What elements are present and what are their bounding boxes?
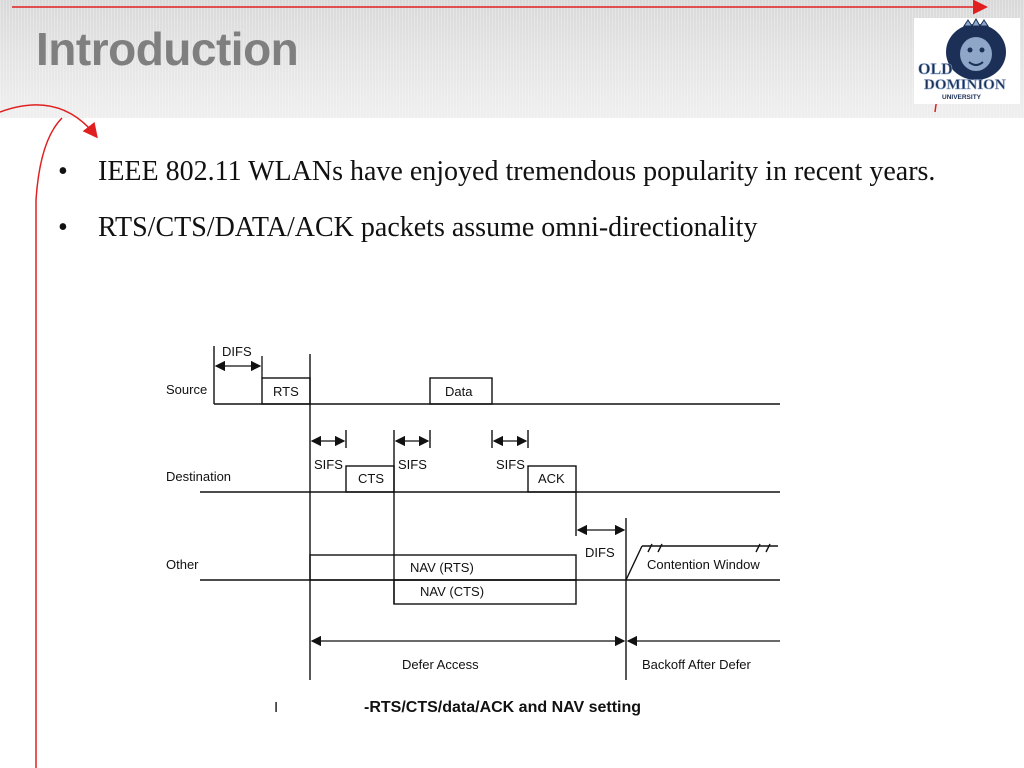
university-logo: OLD DOMINION UNIVERSITY [914,17,1020,104]
svg-text:OLD: OLD [918,61,953,78]
difs-label-2: DIFS [585,545,615,560]
bullet-list: • IEEE 802.11 WLANs have enjoyed tremendo… [58,152,978,264]
svg-text:UNIVERSITY: UNIVERSITY [942,94,982,101]
bullet-dot: • [58,212,68,243]
svg-text:DOMINION: DOMINION [924,77,1006,93]
sifs-label-3: SIFS [496,457,525,472]
nav-cts-box [393,579,577,605]
rts-frame [261,377,311,405]
ack-label: ACK [538,471,565,486]
header-band [0,0,1024,118]
contention-window-label: Contention Window [647,557,760,572]
ack-frame [527,465,577,493]
bullet-text: RTS/CTS/DATA/ACK packets assume omni-dir… [98,212,758,243]
cts-label: CTS [358,471,384,486]
bullet-dot: • [58,156,68,187]
bullet-item: • RTS/CTS/DATA/ACK packets assume omni-di… [58,208,978,248]
nav-cts-label: NAV (CTS) [420,584,484,599]
sifs-label-2: SIFS [398,457,427,472]
row-label-destination: Destination [166,469,231,484]
data-label: Data [445,384,473,399]
row-label-source: Source [166,382,207,397]
nav-rts-label: NAV (RTS) [410,560,474,575]
diagram-caption: -RTS/CTS/data/ACK and NAV setting [364,699,641,716]
rts-label: RTS [273,384,299,399]
sifs-label-1: SIFS [314,457,343,472]
caption-marker: I [274,699,278,716]
difs-label: DIFS [222,344,252,359]
bullet-item: • IEEE 802.11 WLANs have enjoyed tremendo… [58,152,978,192]
data-frame [429,377,493,405]
slide-title: Introduction [36,23,299,75]
backoff-after-defer-label: Backoff After Defer [642,657,752,672]
defer-access-label: Defer Access [402,657,479,672]
cts-frame [345,465,395,493]
lion-crest-icon: OLD DOMINION UNIVERSITY [918,17,1006,101]
row-label-other: Other [166,557,199,572]
bullet-text: IEEE 802.11 WLANs have enjoyed tremendou… [98,156,936,187]
